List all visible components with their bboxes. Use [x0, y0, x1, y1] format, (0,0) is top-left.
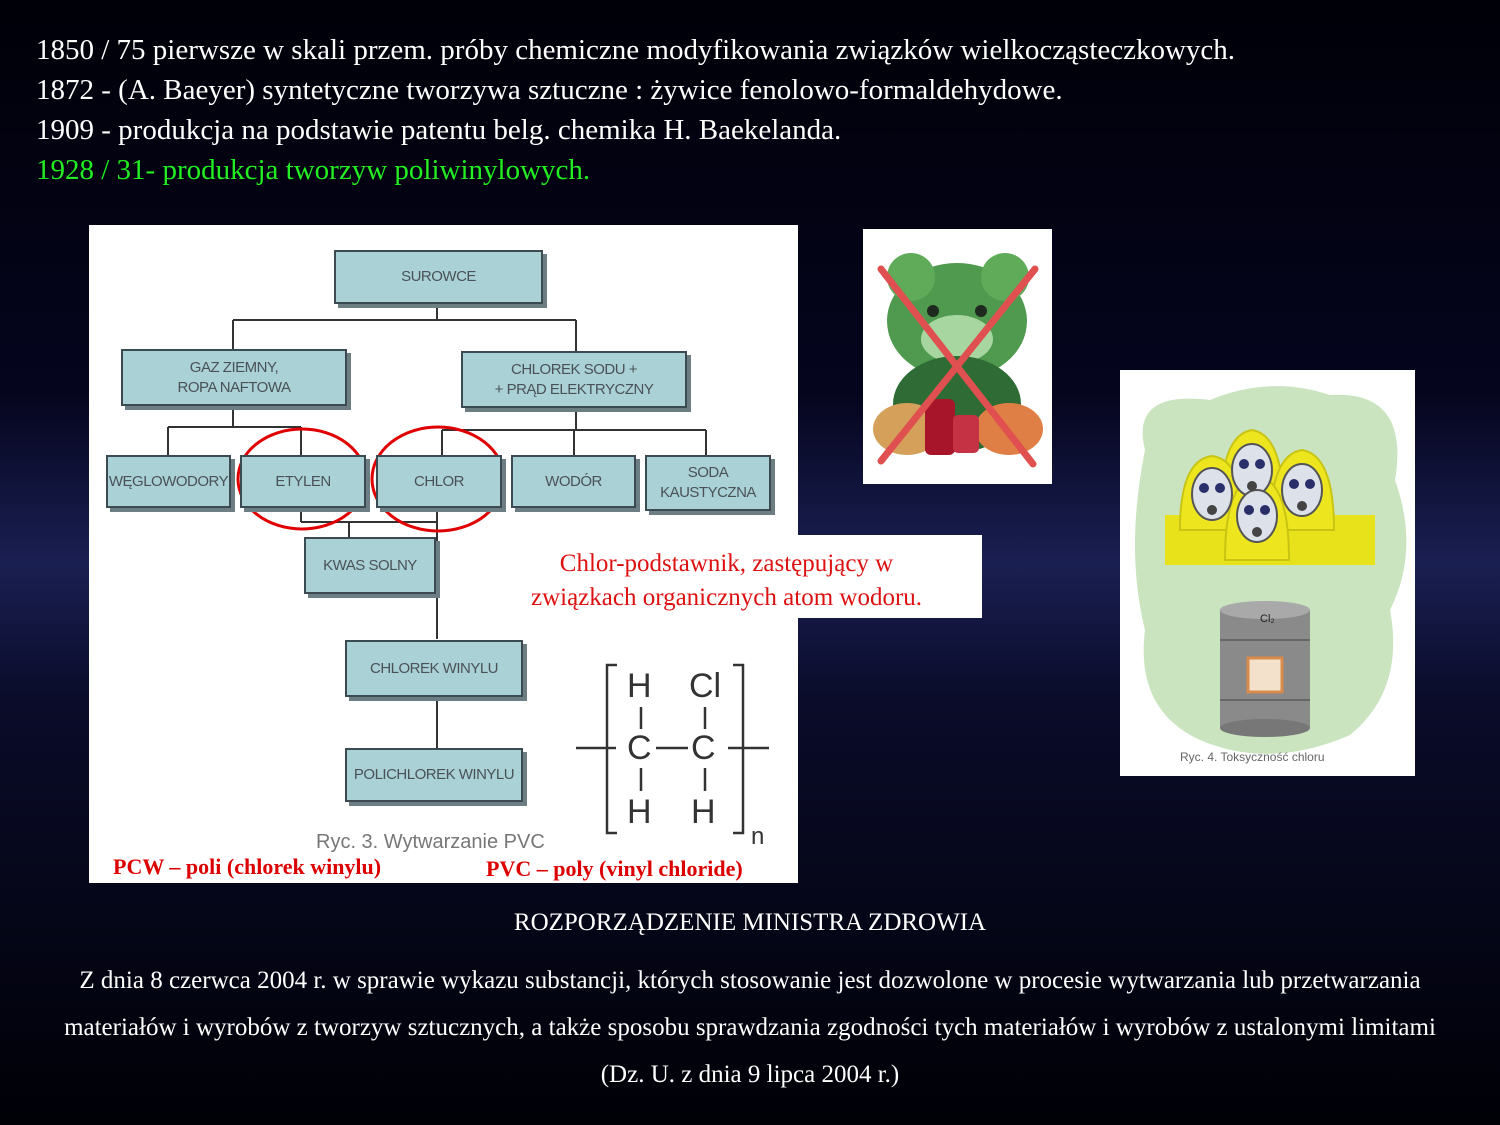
history-line-1850: 1850 / 75 pierwsze w skali przem. próby …: [36, 34, 1236, 66]
label-pcw: PCW – poli (chlorek winylu): [113, 854, 382, 879]
box-gaz-ropa: GAZ ZIEMNY,ROPA NAFTOWA: [121, 349, 347, 406]
box-chlorek-sodu: CHLOREK SODU ++ PRĄD ELEKTRYCZNY: [461, 351, 687, 408]
formula-cl-top: Cl: [689, 667, 722, 705]
formula-c-right: C: [691, 729, 716, 767]
formula-c-left: C: [627, 729, 652, 767]
box-surowce: SUROWCE: [334, 250, 543, 304]
box-chlorek-winylu: CHLOREK WINYLU: [345, 640, 523, 697]
figure3-caption: Ryc. 3. Wytwarzanie PVC: [316, 831, 545, 853]
toy-illustration: [873, 253, 1043, 468]
crossed-toy-image: [863, 229, 1052, 484]
gas-mask-barrel-illustration: Cl₂: [1135, 386, 1407, 754]
box-wodor: WODÓR: [511, 455, 636, 508]
formula-h-top: H: [627, 667, 652, 705]
history-line-1872: 1872 - (A. Baeyer) syntetyczne tworzywa …: [36, 74, 1063, 106]
box-chlor: CHLOR: [376, 455, 502, 508]
history-list: 1850 / 75 pierwsze w skali przem. próby …: [36, 30, 1235, 190]
regulation-body: Z dnia 8 czerwca 2004 r. w sprawie wykaz…: [64, 967, 1436, 1088]
chlorine-toxicity-image: Cl₂ Ryc. 4. Toksyczność chloru: [1120, 370, 1415, 776]
callout-line-2: związkach organicznych atom wodoru.: [530, 584, 923, 611]
formula-h-bottom-right: H: [691, 793, 716, 831]
box-polichlorek-winylu: POLICHLOREK WINYLU: [345, 748, 523, 802]
label-pvc: PVC – poly (vinyl chloride): [486, 856, 743, 881]
formula-subscript-n: n: [751, 823, 765, 850]
box-kwas-solny: KWAS SOLNY: [304, 537, 436, 594]
regulation-title: ROZPORZĄDZENIE MINISTRA ZDROWIA: [513, 909, 987, 936]
box-etylen: ETYLEN: [240, 455, 366, 508]
history-line-1909: 1909 - produkcja na podstawie patentu be…: [36, 114, 842, 146]
formula-h-bottom-left: H: [627, 793, 652, 831]
box-weglowodory: WĘGLOWODORY: [106, 455, 231, 508]
barrel-label: Cl₂: [1260, 613, 1275, 625]
callout-line-1: Chlor-podstawnik, zastępujący w: [559, 550, 894, 577]
figure4-caption: Ryc. 4. Toksyczność chloru: [1180, 750, 1325, 764]
chlorine-callout: Chlor-podstawnik, zastępujący w związkac…: [471, 535, 982, 618]
connector-lines: [167, 303, 769, 835]
history-line-1928: 1928 / 31- produkcja tworzyw poliwinylow…: [36, 154, 591, 186]
